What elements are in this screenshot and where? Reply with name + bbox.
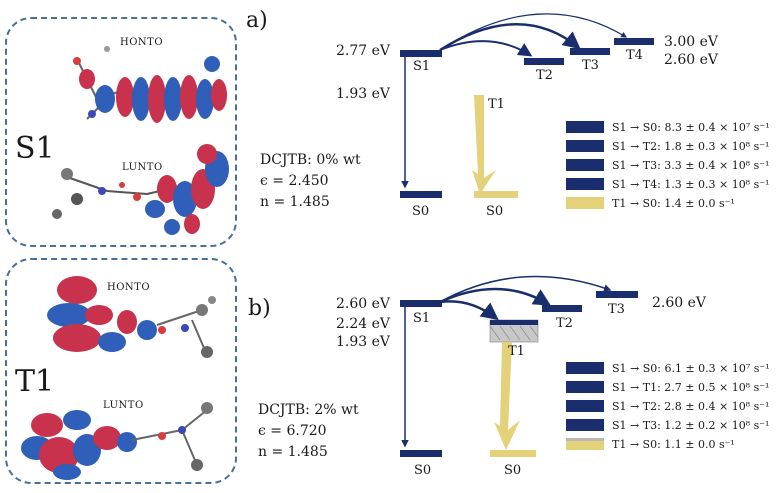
b-epsilon: ϵ = 6.720	[258, 423, 327, 439]
s1-state-label: S1	[15, 131, 55, 166]
s1-orbital-drawing	[52, 46, 229, 235]
b-legend-swatch	[566, 362, 604, 374]
s1-orbital-panel: HONTO LUNTO S1	[5, 17, 237, 247]
b-t1-decay-arrow	[494, 342, 520, 450]
a-level-t2	[524, 58, 564, 65]
a-s1-t3-arrow	[439, 23, 581, 52]
s1-lunto-molecule	[52, 144, 229, 235]
a-t1-decay-arrow	[472, 95, 496, 194]
a-s1-label: S1	[413, 59, 431, 74]
a-t1-energy: 1.93 eV	[336, 86, 391, 102]
a-t4-label: T4	[626, 48, 643, 63]
a-legend-row: T1 → S0: 1.4 ± 0.0 s⁻¹	[566, 196, 735, 210]
a-legend-text: S1 → T3: 3.3 ± 0.4 × 10⁸ s⁻¹	[612, 158, 770, 172]
a-legend-text: S1 → S0: 8.3 ± 0.4 × 10⁷ s⁻¹	[612, 120, 770, 134]
t1-state-label: T1	[15, 364, 55, 399]
a-legend-swatch	[566, 159, 604, 171]
a-epsilon: ϵ = 2.450	[260, 173, 329, 189]
a-s1-energy: 2.77 eV	[336, 43, 391, 59]
a-t4-energy: 2.60 eV	[664, 52, 719, 68]
b-level-s1	[400, 300, 442, 307]
diagram-a	[400, 13, 654, 198]
a-panel-label: a)	[246, 8, 268, 33]
b-legend-row: S1 → T3: 1.2 ± 0.2 × 10⁸ s⁻¹	[566, 418, 769, 432]
s1-lunto-label: LUNTO	[122, 162, 163, 173]
t1-lunto-molecule	[21, 402, 213, 480]
a-parameters: DCJTB: 0% wt ϵ = 2.450 n = 1.485	[260, 150, 361, 213]
b-s1-energy: 2.60 eV	[336, 296, 391, 312]
a-legend-swatch	[566, 178, 604, 190]
a-t1-label: T1	[488, 97, 505, 112]
b-dopant: DCJTB: 2% wt	[258, 402, 359, 418]
b-legend-swatch	[566, 400, 604, 412]
b-t1-hatch	[489, 325, 539, 341]
a-legend-row: S1 → T3: 3.3 ± 0.4 × 10⁸ s⁻¹	[566, 158, 769, 172]
b-legend-text: S1 → T1: 2.7 ± 0.5 × 10⁸ s⁻¹	[612, 380, 770, 394]
diagram-b	[400, 275, 638, 457]
t1-lunto-label: LUNTO	[103, 400, 144, 411]
b-legend-text: T1 → S0: 1.1 ± 0.0 s⁻¹	[612, 437, 735, 451]
t1-orbital-panel: HONTO LUNTO T1	[5, 258, 237, 484]
b-legend-row: T1 → S0: 1.1 ± 0.0 s⁻¹	[566, 437, 735, 451]
s1-honto-molecule	[73, 46, 227, 123]
b-legend-text: S1 → S0: 6.1 ± 0.3 × 10⁷ s⁻¹	[612, 361, 770, 375]
b-level-t3	[596, 291, 638, 298]
b-level-s0b	[490, 450, 536, 457]
b-legend-row: S1 → T1: 2.7 ± 0.5 × 10⁸ s⁻¹	[566, 380, 769, 394]
b-legend-swatch	[566, 381, 604, 393]
b-legend-text: S1 → T3: 1.2 ± 0.2 × 10⁸ s⁻¹	[612, 418, 770, 432]
a-level-s1	[400, 50, 442, 57]
b-s1-t1-arrow	[439, 300, 499, 321]
b-level-t1	[490, 320, 538, 325]
a-legend-row: S1 → T4: 1.3 ± 0.3 × 10⁸ s⁻¹	[566, 177, 769, 191]
b-s1-t2-arrow	[439, 287, 551, 306]
b-level-t2	[542, 305, 582, 312]
a-t3-label: T3	[582, 58, 599, 73]
a-level-s0a	[400, 191, 442, 198]
a-s1-t2-arrow	[439, 40, 533, 57]
b-level-s0a	[400, 450, 442, 457]
a-s0a-label: S0	[412, 204, 430, 219]
b-s1-t3-arrow	[439, 275, 612, 303]
a-refractive-index: n = 1.485	[260, 194, 330, 210]
b-t3-energy: 2.60 eV	[652, 295, 707, 311]
t1-honto-label: HONTO	[107, 282, 151, 293]
b-refractive-index: n = 1.485	[258, 444, 328, 460]
a-level-t3	[570, 48, 610, 55]
a-s0b-label: S0	[486, 204, 504, 219]
b-t2-label: T2	[556, 316, 573, 331]
b-t1-label: T1	[508, 344, 525, 359]
b-legend-row: S1 → T2: 2.8 ± 0.4 × 10⁸ s⁻¹	[566, 399, 769, 413]
s1-honto-label: HONTO	[120, 37, 164, 48]
b-legend-swatch	[566, 438, 604, 450]
a-s1-t4-arrow	[439, 13, 628, 51]
b-s0b-label: S0	[504, 463, 522, 478]
a-legend-row: S1 → S0: 8.3 ± 0.4 × 10⁷ s⁻¹	[566, 120, 770, 134]
a-dopant: DCJTB: 0% wt	[260, 152, 361, 168]
b-parameters: DCJTB: 2% wt ϵ = 6.720 n = 1.485	[258, 400, 359, 463]
a-legend-swatch	[566, 121, 604, 133]
a-legend-swatch	[566, 197, 604, 209]
a-t2-label: T2	[536, 68, 553, 83]
b-s1-label: S1	[413, 311, 431, 326]
a-legend-text: S1 → T4: 1.3 ± 0.3 × 10⁸ s⁻¹	[612, 177, 770, 191]
a-legend-text: T1 → S0: 1.4 ± 0.0 s⁻¹	[612, 196, 735, 210]
a-t3-energy: 3.00 eV	[664, 34, 719, 50]
b-panel-label: b)	[248, 296, 271, 321]
t1-orbital-drawing	[21, 276, 216, 480]
b-t3-label: T3	[608, 302, 625, 317]
a-level-s0b	[474, 191, 518, 198]
a-level-t4	[614, 38, 654, 45]
b-legend-row: S1 → S0: 6.1 ± 0.3 × 10⁷ s⁻¹	[566, 361, 770, 375]
t1-honto-molecule	[47, 276, 216, 358]
b-s0a-label: S0	[414, 463, 432, 478]
a-legend-swatch	[566, 140, 604, 152]
a-legend-row: S1 → T2: 1.8 ± 0.3 × 10⁸ s⁻¹	[566, 139, 769, 153]
b-legend-swatch	[566, 419, 604, 431]
b-legend-text: S1 → T2: 2.8 ± 0.4 × 10⁸ s⁻¹	[612, 399, 770, 413]
a-legend-text: S1 → T2: 1.8 ± 0.3 × 10⁸ s⁻¹	[612, 139, 770, 153]
b-t1-energy-b: 1.93 eV	[336, 334, 391, 350]
b-t1-energy-a: 2.24 eV	[336, 316, 391, 332]
